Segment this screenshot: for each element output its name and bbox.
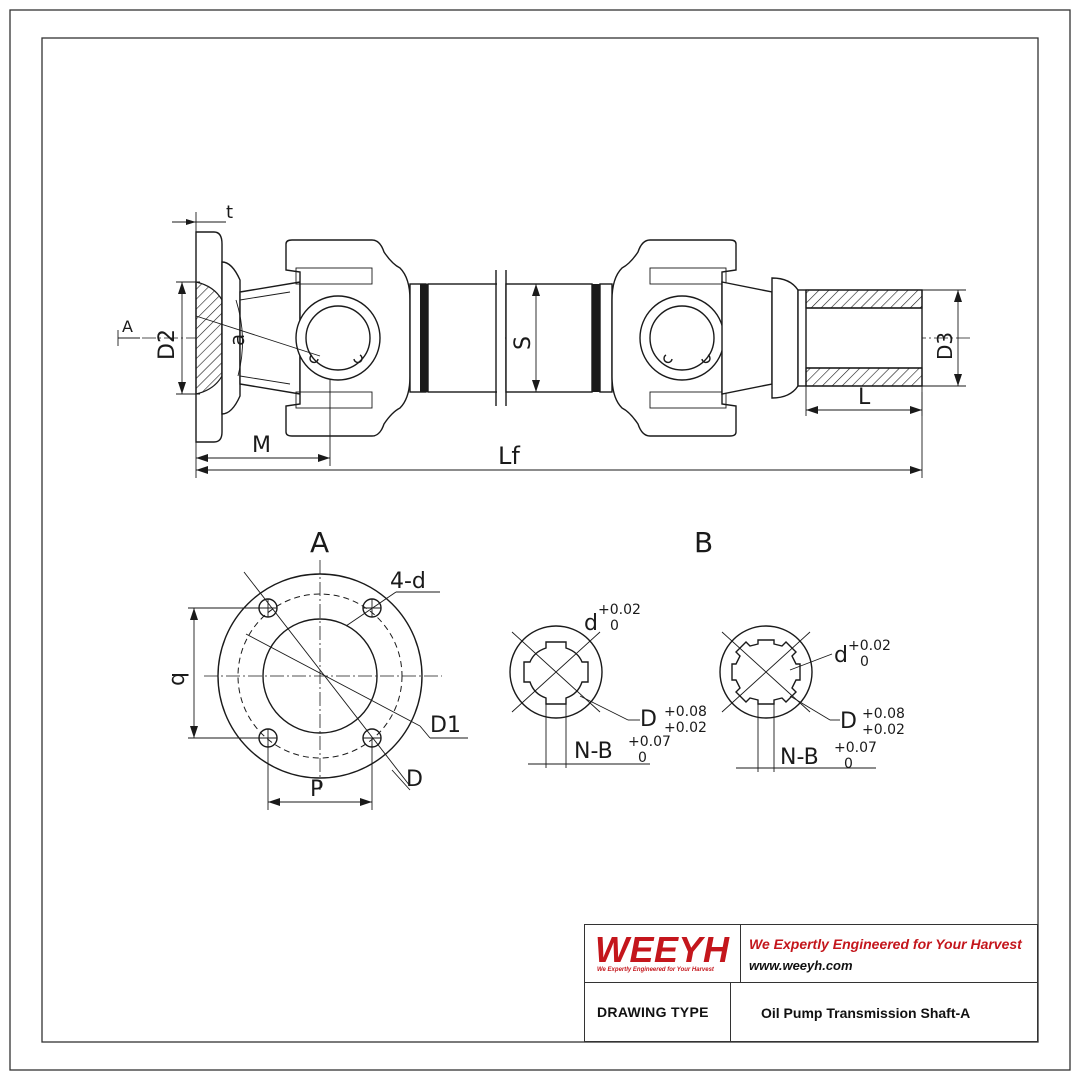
spline-left-D: D: [640, 707, 657, 732]
company-slogan: We Expertly Engineered for Your Harvest: [749, 936, 1022, 952]
logo-wordmark: WEEYH: [595, 929, 730, 970]
drawing-name-cell: Oil Pump Transmission Shaft-A: [731, 983, 1037, 1041]
spline-right-NB-lower: 0: [844, 756, 853, 772]
label-l: L: [858, 385, 871, 410]
spline-right-D: D: [840, 709, 857, 734]
outer-frame: [9, 9, 1071, 1071]
spline-left-NB-lower: 0: [638, 750, 647, 766]
spline-left: d +0.02 0 D +0.08 +0.02 N-B +0.07 0: [509, 602, 707, 768]
spline-left-NB-upper: +0.07: [628, 734, 671, 750]
spline-left-NB: N-B: [574, 739, 613, 764]
label-d3: D3: [933, 332, 957, 360]
title-block: WEEYH We Expertly Engineered for Your Ha…: [584, 924, 1038, 1042]
spline-right-d-lower: 0: [860, 654, 869, 670]
spline-right-d-upper: +0.02: [848, 638, 891, 654]
side-view-dimensions: t A D2 a S D3 L: [117, 202, 966, 478]
slogan-cell: We Expertly Engineered for Your Harvest …: [741, 925, 1037, 983]
drawing-type-label: DRAWING TYPE: [597, 1004, 709, 1020]
company-website[interactable]: www.weeyh.com: [749, 958, 853, 973]
drawing-type-cell: DRAWING TYPE: [585, 983, 731, 1041]
side-view: [120, 231, 970, 443]
inner-frame: [41, 37, 1039, 1043]
label-t: t: [226, 202, 233, 223]
view-a-title: A: [310, 526, 329, 559]
label-s: S: [511, 336, 536, 350]
spline-right-NB: N-B: [780, 745, 819, 770]
company-logo: WEEYH We Expertly Engineered for Your Ha…: [585, 925, 741, 983]
view-b-title: B: [694, 526, 713, 559]
label-d1: D1: [430, 713, 461, 738]
label-d: D: [406, 767, 423, 792]
spline-right: d +0.02 0 D +0.08 +0.02 N-B +0.07 0: [719, 625, 905, 772]
view-a-flange: A 4-d D1 D q P: [165, 526, 468, 810]
label-p: P: [310, 777, 323, 802]
spline-left-D-upper: +0.08: [664, 704, 707, 720]
logo-subtext: We Expertly Engineered for Your Harvest: [597, 967, 714, 973]
label-q: q: [165, 672, 190, 686]
view-b-splines: B d +0.02 0 D +0.08 +0.02 N-B +0.07 0: [509, 526, 905, 772]
spline-right-d: d: [834, 643, 848, 668]
drawing-name: Oil Pump Transmission Shaft-A: [761, 1005, 971, 1021]
spline-right-D-upper: +0.08: [862, 706, 905, 722]
spline-left-d-lower: 0: [610, 618, 619, 634]
spline-left-d: d: [584, 611, 598, 636]
label-angle-a: a: [225, 334, 249, 346]
spline-left-d-upper: +0.02: [598, 602, 641, 618]
spline-right-NB-upper: +0.07: [834, 740, 877, 756]
spline-left-D-lower: +0.02: [664, 720, 707, 736]
label-4-d: 4-d: [390, 569, 426, 594]
label-lf: Lf: [498, 442, 520, 470]
label-d2: D2: [155, 329, 180, 360]
label-m: M: [252, 433, 271, 458]
spline-right-D-lower: +0.02: [862, 722, 905, 738]
label-a-marker: A: [122, 317, 133, 336]
